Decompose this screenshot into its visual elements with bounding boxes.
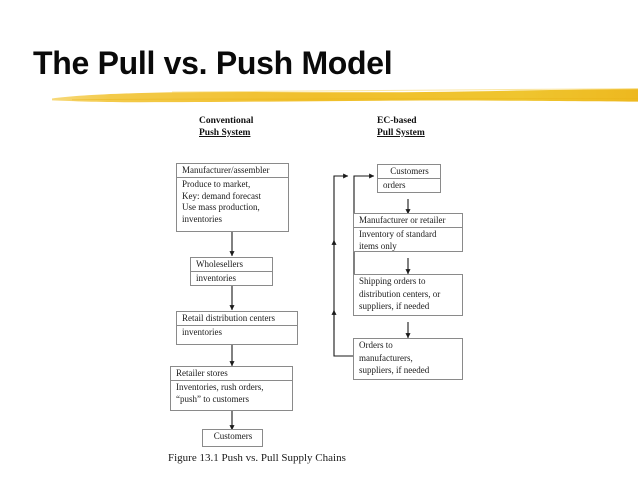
node-retailer-stores-header: Retailer stores	[171, 367, 292, 382]
node-customers-header: Customers	[213, 431, 253, 441]
node-customers-orders-header: Customers	[378, 165, 440, 180]
node-shipping-orders-body: distribution centers, or suppliers, if n…	[359, 289, 441, 311]
node-orders-to-manufacturers: Orders to manufacturers, suppliers, if n…	[353, 338, 463, 380]
column-header-pull-line1: EC-based	[377, 116, 417, 126]
node-manufacturer-or-retailer: Manufacturer or retailer Inventory of st…	[353, 213, 463, 252]
node-manufacturer-or-retailer-header: Manufacturer or retailer	[354, 214, 462, 229]
node-customers-orders: Customers orders	[377, 164, 441, 193]
node-retail-distribution-centers-header: Retail distribution centers	[177, 312, 297, 327]
column-header-push-line1: Conventional	[199, 116, 254, 126]
node-shipping-orders-header: Shipping orders to	[359, 276, 426, 286]
node-wholesellers-header: Wholesellers	[191, 258, 272, 273]
node-retail-distribution-centers-body: inventories	[182, 327, 222, 338]
page-title: The Pull vs. Push Model	[33, 45, 393, 81]
node-manufacturer-assembler-header: Manufacturer/assembler	[177, 164, 288, 179]
column-header-push-line2: Push System	[199, 127, 251, 138]
figure-caption: Figure 13.1 Push vs. Pull Supply Chains	[168, 452, 346, 464]
node-shipping-orders: Shipping orders to distribution centers,…	[353, 274, 463, 316]
node-wholesellers: Wholesellers inventories	[190, 257, 273, 286]
node-manufacturer-assembler-body: Produce to market, Key: demand forecast …	[182, 179, 261, 224]
node-orders-to-manufacturers-header: Orders to	[359, 340, 393, 350]
feedback-orders-to-customers-orders	[333, 173, 353, 357]
node-customers: Customers	[202, 429, 263, 447]
node-retailer-stores: Retailer stores Inventories, rush orders…	[170, 366, 293, 411]
node-retail-distribution-centers: Retail distribution centers inventories	[176, 311, 298, 345]
node-customers-orders-body: orders	[383, 180, 406, 191]
column-header-pull-line2: Pull System	[377, 127, 425, 138]
node-wholesellers-body: inventories	[196, 273, 236, 284]
node-orders-to-manufacturers-body: manufacturers, suppliers, if needed	[359, 353, 430, 375]
node-manufacturer-or-retailer-body: Inventory of standard items only	[359, 229, 437, 251]
node-retailer-stores-body: Inventories, rush orders, “push” to cust…	[176, 382, 264, 404]
column-header-pull: EC-based Pull System	[377, 116, 425, 139]
node-manufacturer-assembler: Manufacturer/assembler Produce to market…	[176, 163, 289, 232]
column-header-push: Conventional Push System	[199, 116, 253, 139]
